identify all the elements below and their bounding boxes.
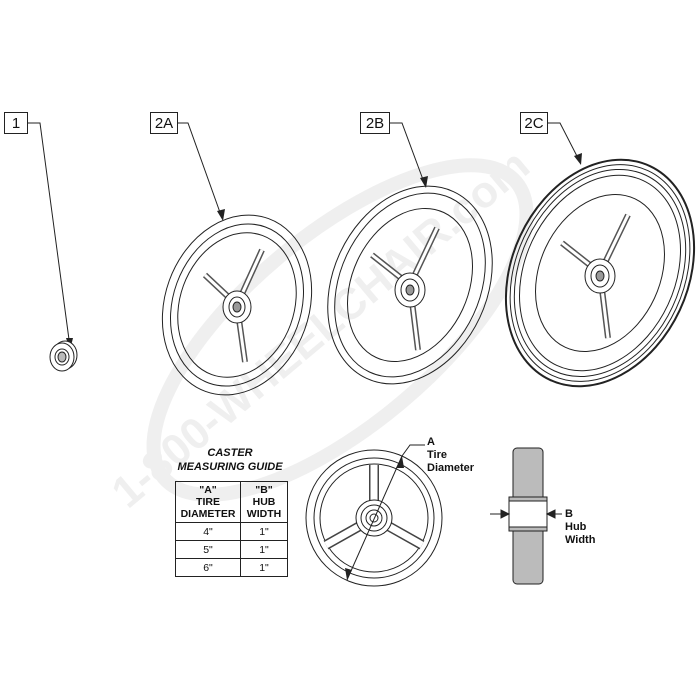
hub-label-line1: B	[565, 508, 573, 520]
wheel-part-2b	[327, 185, 493, 385]
table-row: 6" 1"	[175, 558, 288, 577]
header-b-line2: HUB	[252, 496, 276, 508]
leader-lines	[28, 122, 581, 348]
hub-width-cell: 1"	[240, 558, 288, 577]
header-a-line3: DIAMETER	[180, 508, 236, 520]
tire-label-line1: A	[427, 436, 435, 448]
table-row: 5" 1"	[175, 540, 288, 559]
col-hub-width-header: "B" HUB WIDTH	[240, 481, 288, 523]
hub-label-line3: Width	[565, 534, 596, 546]
callout-1: 1	[4, 112, 28, 134]
header-b-line3: WIDTH	[246, 508, 282, 520]
table-header-row: "A" TIRE DIAMETER "B" HUB WIDTH	[175, 481, 288, 523]
callout-2a: 2A	[150, 112, 178, 134]
wheel-part-2a	[161, 214, 313, 396]
diameter-line	[346, 444, 425, 581]
callout-2c: 2C	[520, 112, 548, 134]
guide-title-line1: CASTER	[207, 447, 253, 459]
table-row: 4" 1"	[175, 522, 288, 541]
hub-width-label: B Hub Width	[565, 508, 595, 547]
wheel-part-2c	[504, 158, 696, 388]
header-b-line1: "B"	[255, 484, 273, 496]
front-view-wheel	[305, 449, 443, 587]
watermark: 1-800-WHEELCHAIR.com	[103, 140, 539, 517]
hub-width-arrows	[490, 509, 562, 519]
header-a-line2: TIRE	[196, 496, 220, 508]
hub-label-line2: Hub	[565, 521, 587, 533]
hub-axle	[508, 447, 548, 585]
hub-width-cell: 1"	[240, 540, 288, 559]
measuring-guide-title: CASTER MEASURING GUIDE	[160, 446, 300, 474]
guide-title-line2: MEASURING GUIDE	[177, 461, 283, 473]
callout-2b: 2B	[360, 112, 390, 134]
tire-diameter-label: A Tire Diameter	[427, 436, 474, 475]
bearing-part-1	[49, 340, 78, 372]
tire-label-line2: Tire	[427, 449, 447, 461]
tire-diameter-cell: 4"	[175, 522, 241, 541]
tire-diameter-cell: 6"	[175, 558, 241, 577]
tire-label-line3: Diameter	[427, 462, 475, 474]
col-tire-diameter-header: "A" TIRE DIAMETER	[175, 481, 241, 523]
hub-width-cell: 1"	[240, 522, 288, 541]
measuring-guide-table: "A" TIRE DIAMETER "B" HUB WIDTH 4" 1" 5"…	[175, 481, 288, 577]
tire-diameter-cell: 5"	[175, 540, 241, 559]
header-a-line1: "A"	[199, 484, 217, 496]
diameter-arrowheads	[345, 456, 404, 580]
